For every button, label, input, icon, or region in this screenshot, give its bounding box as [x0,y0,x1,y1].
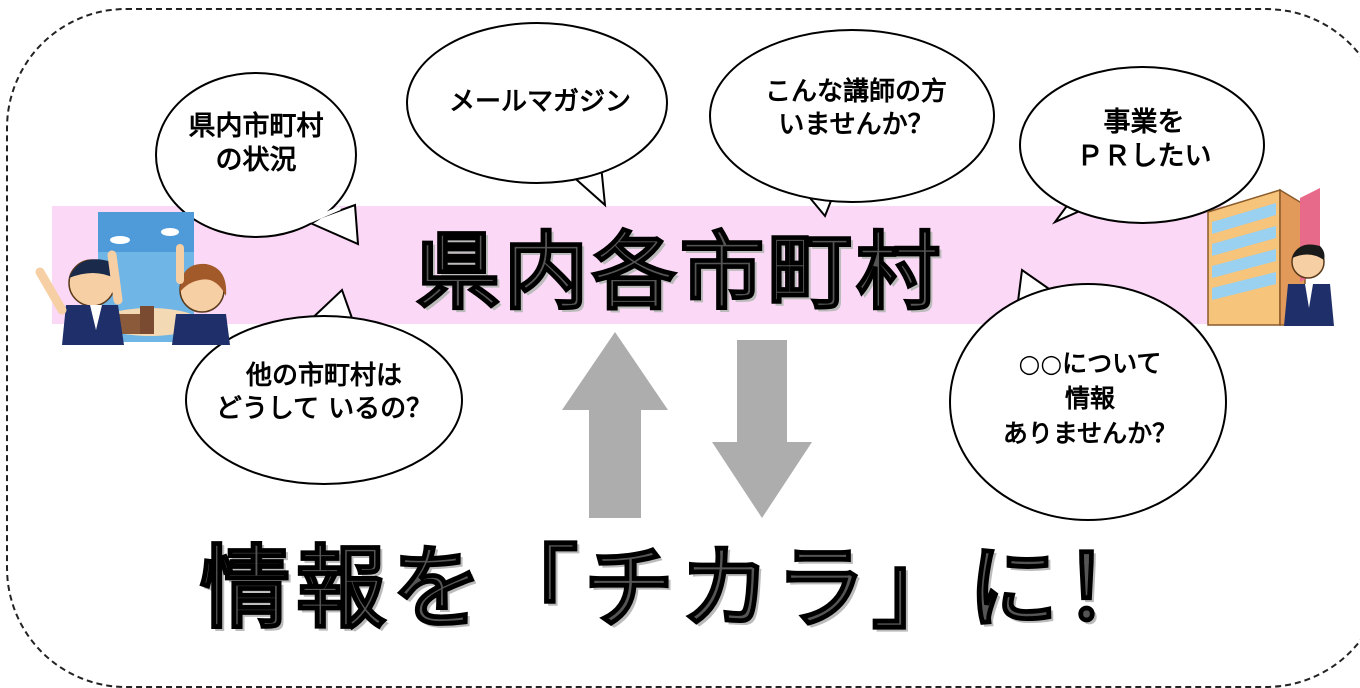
bubble-text-lecturer: こんな講師の方 いませんか？ [736,76,976,141]
up-arrow-icon [562,332,668,518]
speech-bubble-mailmag [406,22,668,208]
bubble-line: メールマガジン [448,87,631,117]
speech-bubble-status [155,72,360,246]
title-municipalities: 県内各市町村 [415,222,944,322]
office-building-illustration [1207,188,1334,326]
bubble-line: いませんか？ [778,109,934,140]
bubble-line: どうして いるの？ [215,393,433,424]
bubble-text-pr: 事業を ＰＲしたい [1044,106,1244,174]
diagram-canvas: 県内市町村 の状況 メールマガジン こんな講師の方 いませんか？ 事業を ＰＲし… [6,8,1360,688]
bubble-line: の状況 [215,144,297,176]
bubble-line: 情報 [1064,384,1115,413]
bubble-line: 他の市町村は [245,361,402,391]
bubble-text-status: 県内市町村 の状況 [166,110,346,178]
bubble-line: 事業を [1103,107,1185,138]
slogan: 情報を「チカラ」に！ [199,535,1160,642]
people-waving-illustration [35,212,230,345]
bubble-text-mailmag: メールマガジン [420,86,660,119]
speech-bubble-info [949,268,1227,521]
bubble-line: ○○について [1018,349,1162,378]
bubble-line: こんな講師の方 [764,77,947,107]
bubble-text-others: 他の市町村は どうして いるの？ [196,360,452,425]
speech-bubble-others [185,288,463,485]
bubble-line: ＰＲしたい [1076,140,1212,172]
speech-bubble-pr [1019,66,1265,225]
down-arrow-icon [712,340,812,518]
speech-bubble-lecturer [709,29,995,218]
bubble-text-info: ○○について 情報 ありませんか？ [980,346,1200,451]
bubble-line: ありませんか？ [1002,419,1178,448]
bubble-line: 県内市町村 [188,111,324,142]
bubbles-and-art [35,22,1334,521]
